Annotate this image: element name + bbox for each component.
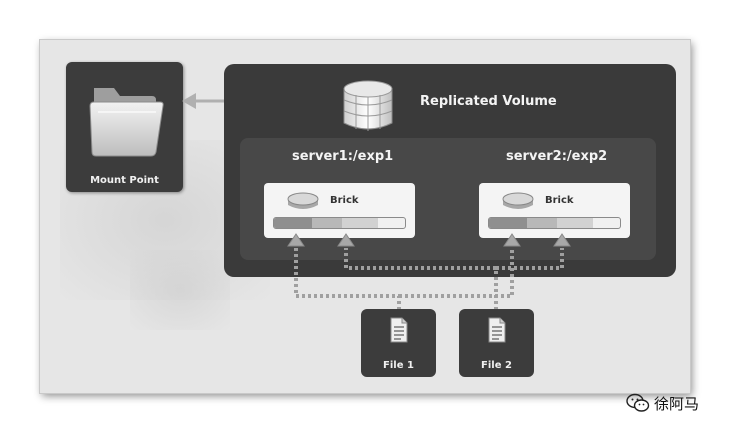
document-icon (390, 317, 408, 343)
watermark-text: 徐阿马 (654, 395, 700, 413)
brick-progress-bar (488, 217, 621, 229)
disk-icon (287, 192, 319, 209)
volume-title: Replicated Volume (420, 94, 557, 109)
document-icon (488, 317, 506, 343)
file-2-label: File 2 (481, 360, 512, 371)
brick-label: Brick (545, 195, 574, 206)
mount-point-box: Mount Point (66, 62, 183, 192)
background-smudge (130, 250, 230, 330)
arrow-head (337, 233, 355, 247)
arrow-head (287, 233, 305, 247)
wechat-icon (626, 393, 650, 412)
mount-point-label: Mount Point (90, 175, 159, 186)
arrow-head (503, 233, 521, 247)
folder-icon (89, 88, 164, 157)
file-1-box: File 1 (361, 309, 436, 377)
file-2-box: File 2 (459, 309, 534, 377)
brick-progress-bar (273, 217, 406, 229)
connector-file2 (344, 248, 498, 310)
brick-label: Brick (330, 195, 359, 206)
brick-card-1: Brick (264, 183, 415, 238)
server1-label: server1:/exp1 (292, 149, 394, 164)
file-1-label: File 1 (383, 360, 414, 371)
connector-file1 (294, 248, 401, 310)
disk-icon (502, 192, 534, 209)
database-icon (343, 80, 393, 131)
server2-label: server2:/exp2 (506, 149, 608, 164)
connector-file1 (399, 248, 514, 298)
arrow-head (553, 233, 571, 247)
connector-file2 (496, 248, 564, 270)
brick-card-2: Brick (479, 183, 630, 238)
